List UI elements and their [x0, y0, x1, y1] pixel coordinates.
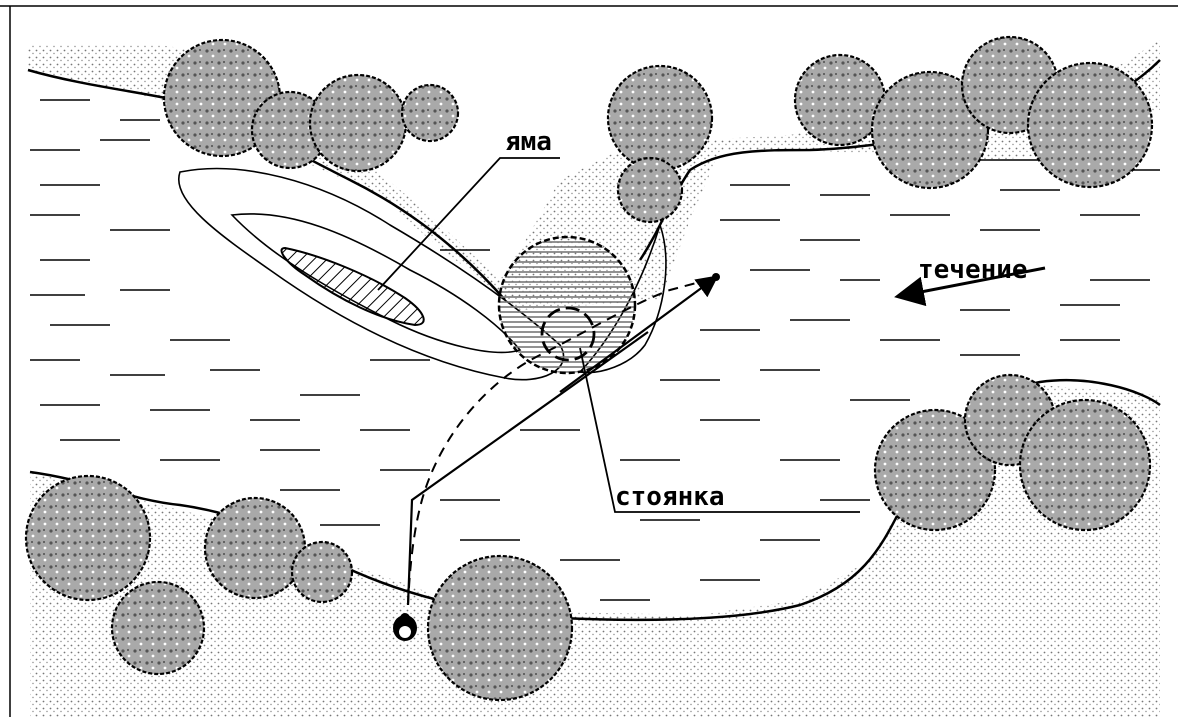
- tree: [205, 498, 305, 598]
- bait-point: [712, 273, 720, 281]
- tree: [402, 85, 458, 141]
- spot-label: стоянка: [615, 482, 725, 512]
- tree: [608, 66, 712, 170]
- pit-label: яма: [505, 127, 552, 157]
- tree: [112, 582, 204, 674]
- tree: [618, 158, 682, 222]
- current-label: течение: [918, 255, 1028, 285]
- tree: [428, 556, 572, 700]
- tree: [292, 542, 352, 602]
- tree: [1020, 400, 1150, 530]
- tree: [1028, 63, 1152, 187]
- tree: [26, 476, 150, 600]
- tree: [310, 75, 406, 171]
